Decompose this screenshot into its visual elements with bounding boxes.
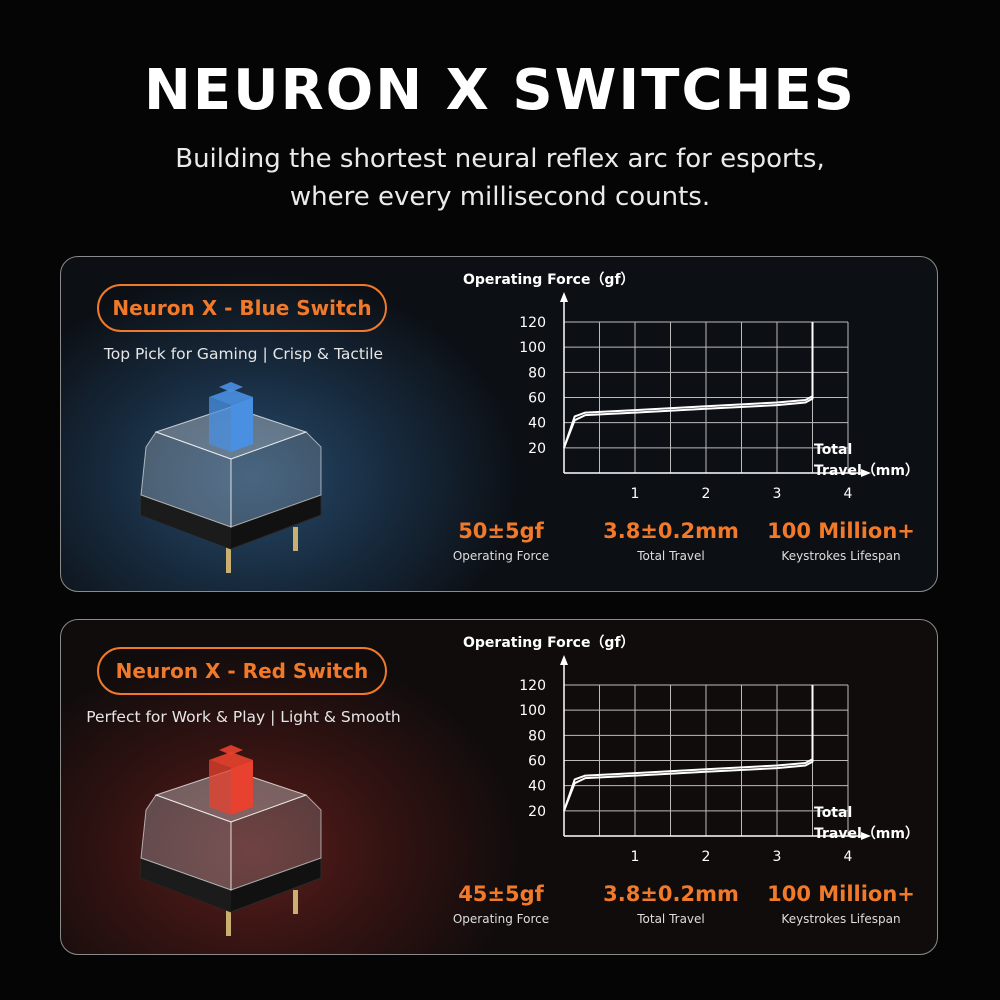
stat-value: 50±5gf xyxy=(458,519,544,543)
stat-value: 3.8±0.2mm xyxy=(603,519,739,543)
x-tick-label: 4 xyxy=(844,849,853,865)
x-axis-arrow xyxy=(861,832,871,840)
chart-x-ticks: 1 2 3 4 xyxy=(631,849,853,865)
y-tick-label: 60 xyxy=(528,754,546,770)
stat-value: 100 Million+ xyxy=(767,519,915,543)
chart-y-ticks: 120 100 80 60 40 20 xyxy=(519,678,546,820)
chart-y-axis-label: Operating Force（gf） xyxy=(463,635,635,651)
keyboard-switch-image xyxy=(140,745,322,936)
chart-axes xyxy=(560,292,871,477)
force-curve-line xyxy=(563,322,814,449)
switch-pins xyxy=(226,890,298,936)
switch-stem xyxy=(209,382,253,452)
page-title: NEURON X SWITCHES xyxy=(143,58,857,123)
y-tick-label: 20 xyxy=(528,804,546,820)
switch-stats: 50±5gf Operating Force 3.8±0.2mm Total T… xyxy=(416,519,926,579)
switch-stem xyxy=(209,745,253,815)
red-switch-card: Neuron X - Red Switch Perfect for Work &… xyxy=(60,619,938,955)
y-axis-arrow xyxy=(560,292,568,302)
stat-label: Keystrokes Lifespan xyxy=(781,912,901,926)
switch-name-badge: Neuron X - Red Switch xyxy=(97,647,387,695)
y-tick-label: 40 xyxy=(528,416,546,432)
chart-y-ticks: 120 100 80 60 40 20 xyxy=(519,315,546,457)
stat-label: Keystrokes Lifespan xyxy=(781,549,901,563)
y-tick-label: 80 xyxy=(528,365,546,381)
y-tick-label: 100 xyxy=(519,340,546,356)
force-curve-line xyxy=(563,322,814,449)
y-tick-label: 100 xyxy=(519,703,546,719)
chart-series xyxy=(563,685,814,812)
stat-item: 45±5gf Operating Force xyxy=(416,882,586,926)
chart-series xyxy=(563,322,814,449)
x-tick-label: 3 xyxy=(773,849,782,865)
y-tick-label: 120 xyxy=(519,678,546,694)
blue-switch-card: Neuron X - Blue Switch Top Pick for Gami… xyxy=(60,256,938,592)
chart-x-axis-label-line2: Travel（mm） xyxy=(814,826,919,842)
x-tick-label: 1 xyxy=(631,486,640,502)
stat-value: 45±5gf xyxy=(458,882,544,906)
x-tick-label: 4 xyxy=(844,486,853,502)
switch-name-badge: Neuron X - Blue Switch xyxy=(97,284,387,332)
x-tick-label: 3 xyxy=(773,486,782,502)
stat-label: Total Travel xyxy=(637,912,705,926)
stat-value: 3.8±0.2mm xyxy=(603,882,739,906)
chart-axes xyxy=(560,655,871,840)
force-curve-line xyxy=(563,685,814,812)
chart-x-axis-label-line1: Total xyxy=(814,805,852,821)
subtitle-line-1: Building the shortest neural reflex arc … xyxy=(175,144,825,174)
x-tick-label: 1 xyxy=(631,849,640,865)
x-axis-arrow xyxy=(861,469,871,477)
x-tick-label: 2 xyxy=(702,486,711,502)
stat-item: 50±5gf Operating Force xyxy=(416,519,586,563)
switch-name: Neuron X - Blue Switch xyxy=(112,296,372,320)
stat-label: Total Travel xyxy=(637,549,705,563)
switch-tagline: Top Pick for Gaming | Crisp & Tactile xyxy=(103,345,384,363)
chart-y-axis-label: Operating Force（gf） xyxy=(463,272,635,288)
chart-grid xyxy=(564,321,849,473)
subtitle-line-2: where every millisecond counts. xyxy=(289,182,711,212)
stat-value: 100 Million+ xyxy=(767,882,915,906)
stat-item: 100 Million+ Keystrokes Lifespan xyxy=(756,519,926,563)
y-tick-label: 40 xyxy=(528,779,546,795)
switch-tagline: Perfect for Work & Play | Light & Smooth xyxy=(86,708,401,726)
page-subtitle: Building the shortest neural reflex arc … xyxy=(0,140,1000,216)
y-tick-label: 20 xyxy=(528,441,546,457)
y-axis-arrow xyxy=(560,655,568,665)
stat-item: 3.8±0.2mm Total Travel xyxy=(586,519,756,563)
keyboard-switch-image xyxy=(140,382,322,573)
force-curve-line xyxy=(563,685,814,812)
switch-pins xyxy=(226,527,298,573)
x-tick-label: 2 xyxy=(702,849,711,865)
chart-grid xyxy=(564,684,849,836)
chart-x-ticks: 1 2 3 4 xyxy=(631,486,853,502)
y-tick-label: 60 xyxy=(528,391,546,407)
switch-stats: 45±5gf Operating Force 3.8±0.2mm Total T… xyxy=(416,882,926,942)
stat-label: Operating Force xyxy=(452,549,550,563)
switch-name: Neuron X - Red Switch xyxy=(115,659,369,683)
chart-x-axis-label-line2: Travel（mm） xyxy=(814,463,919,479)
stat-item: 100 Million+ Keystrokes Lifespan xyxy=(756,882,926,926)
y-tick-label: 120 xyxy=(519,315,546,331)
y-tick-label: 80 xyxy=(528,728,546,744)
stat-item: 3.8±0.2mm Total Travel xyxy=(586,882,756,926)
stat-label: Operating Force xyxy=(452,912,550,926)
chart-x-axis-label-line1: Total xyxy=(814,442,852,458)
